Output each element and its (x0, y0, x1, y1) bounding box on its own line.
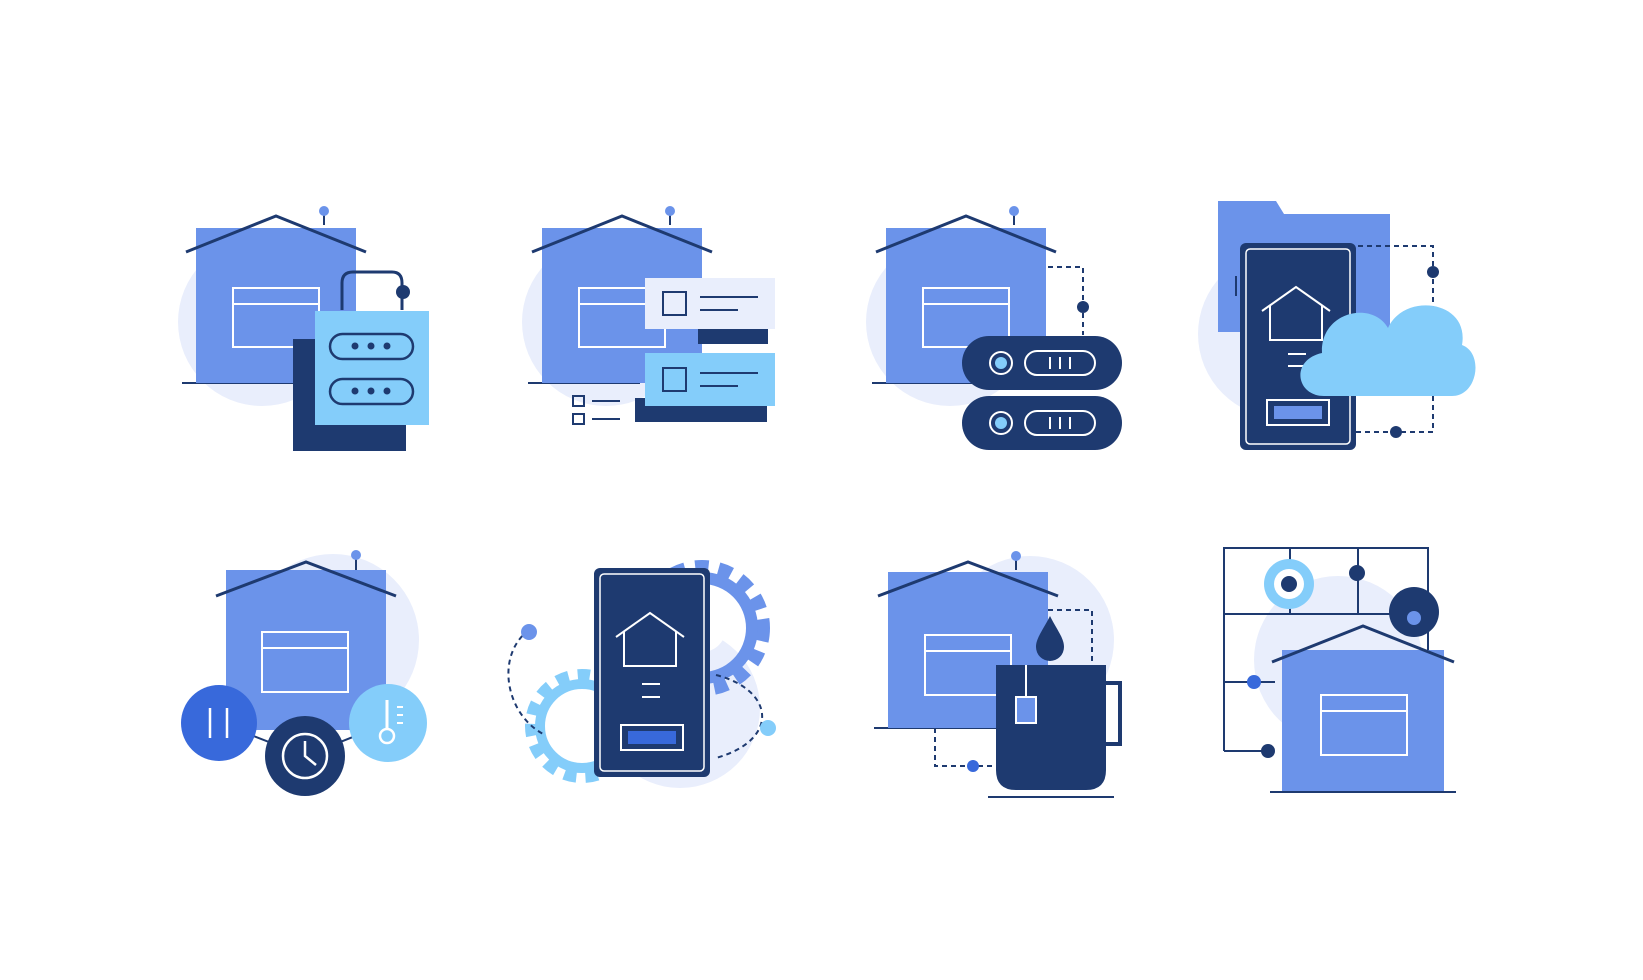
smart-home-checklist-icon (522, 206, 775, 425)
smart-home-server-icon (866, 206, 1122, 450)
smart-home-kettle-icon (874, 551, 1122, 798)
smart-home-network-icon (1223, 547, 1456, 793)
smart-home-lock-icon (178, 206, 429, 451)
smart-home-controls-icon (181, 550, 427, 796)
smart-home-cloud-app-icon (1198, 201, 1476, 450)
smart-home-app-settings-icon (507, 560, 776, 788)
